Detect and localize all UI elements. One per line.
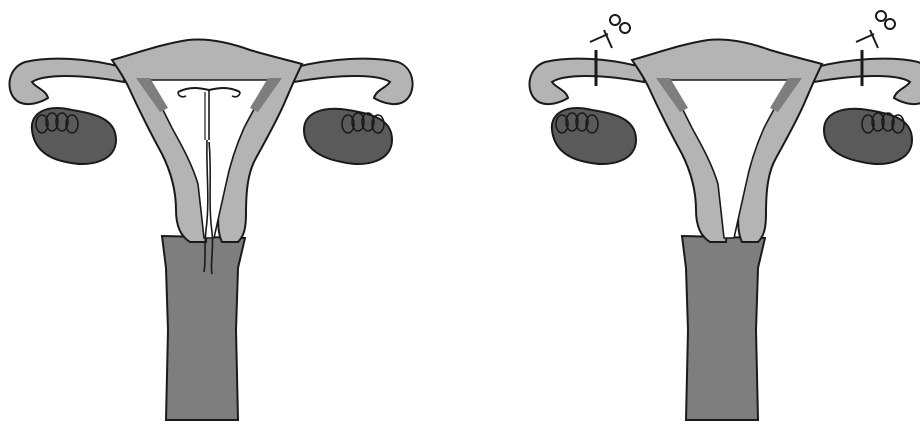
panel-tubal-ligation [529,11,920,420]
panel-iud [9,39,412,420]
